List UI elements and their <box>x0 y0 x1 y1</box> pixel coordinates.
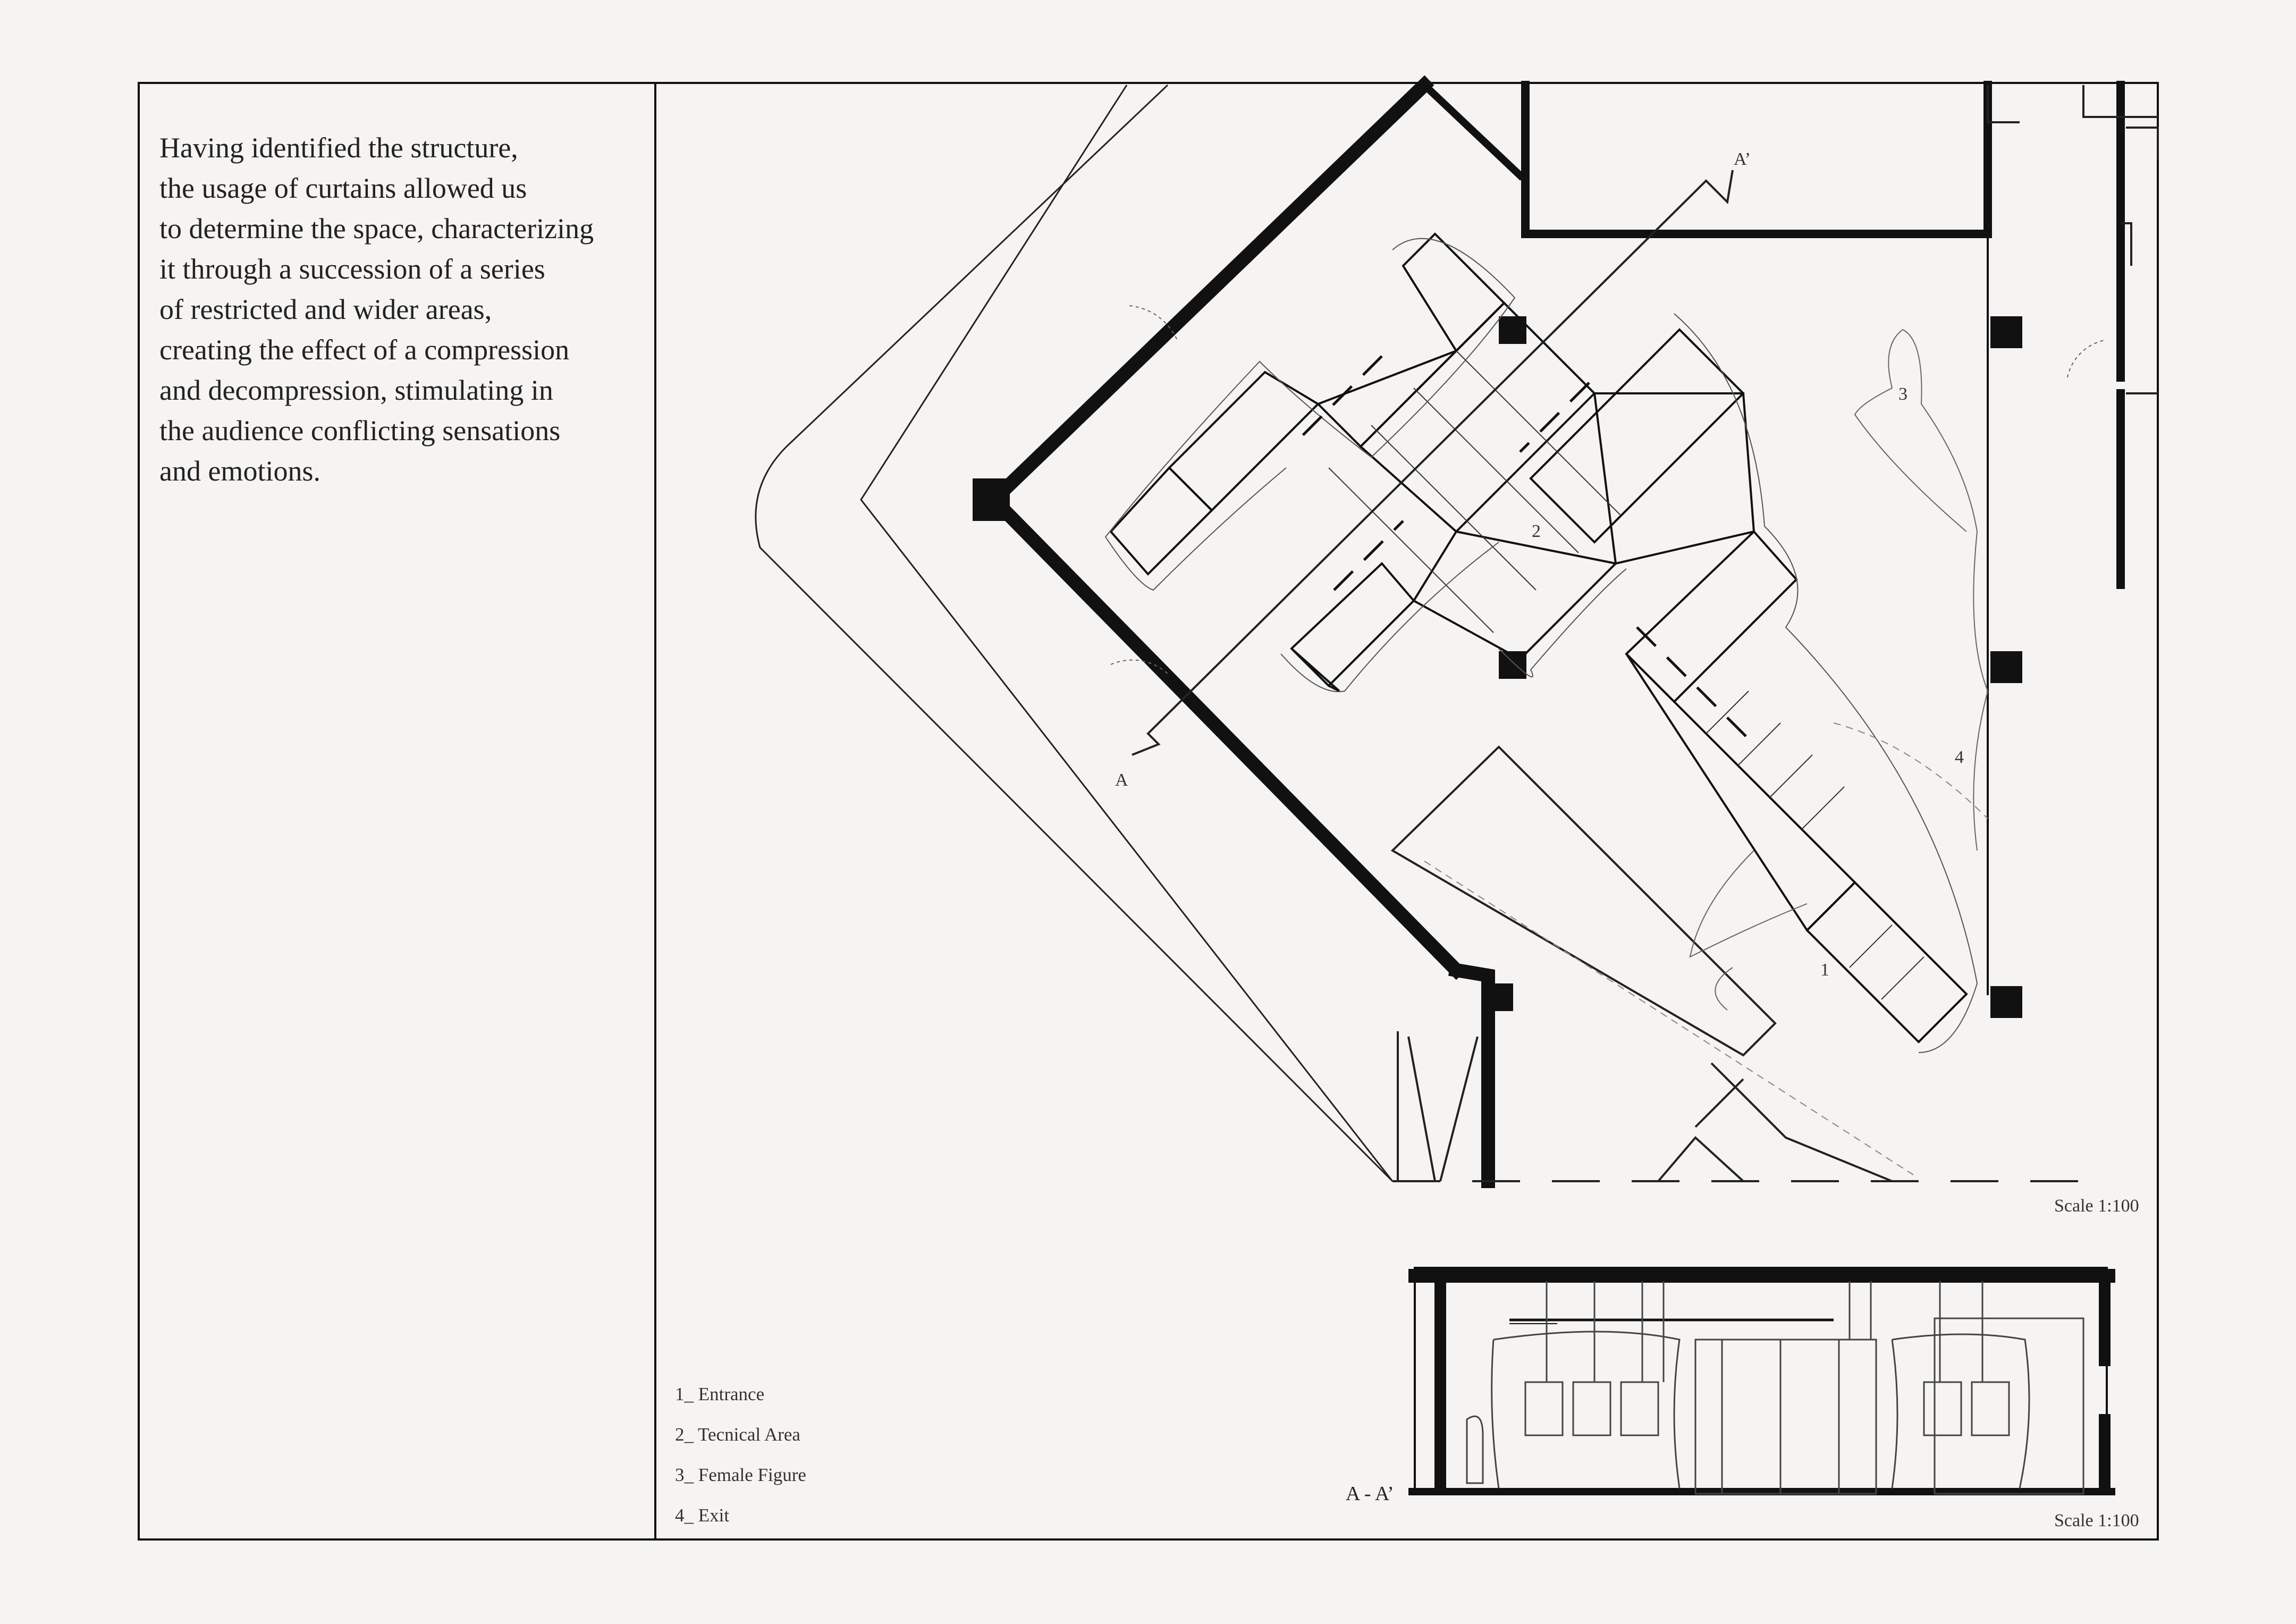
plan-scale-label: Scale 1:100 <box>2054 1196 2139 1216</box>
description-line: to determine the space, characterizing <box>159 213 594 245</box>
circulation-paths <box>1424 722 1988 1175</box>
curtain-rails <box>1296 355 1755 745</box>
door-swings <box>1110 305 2105 676</box>
entrance-area <box>1390 745 2110 1182</box>
plan-legend: 1_ Entrance 2_ Tecnical Area 3_ Female F… <box>675 1374 806 1536</box>
area-number-2: 2 <box>1532 521 1541 541</box>
description-line: of restricted and wider areas, <box>159 293 492 325</box>
service-rooms <box>1987 85 2159 394</box>
area-number-3: 3 <box>1898 384 1907 404</box>
area-number-4: 4 <box>1955 747 1964 767</box>
description-line: creating the effect of a compression <box>159 334 570 366</box>
legend-item-entrance: 1_ Entrance <box>675 1384 765 1404</box>
curtain-outlines <box>1104 238 1978 1053</box>
section-scale-label: Scale 1:100 <box>2054 1511 2139 1530</box>
section-marker-end: A’ <box>1734 149 1751 169</box>
section-cut-line <box>1132 170 1734 756</box>
area-number-1: 1 <box>1820 960 1829 980</box>
section-drawing <box>1408 1267 2115 1495</box>
scaffold-structure <box>1109 232 1968 1044</box>
legend-item-female-figure: 3_ Female Figure <box>675 1465 806 1485</box>
sheet-frame <box>138 82 2159 1541</box>
description-line: it through a succession of a series <box>159 253 545 285</box>
scaffold-grid-lines <box>1328 350 1924 1000</box>
female-figure-area <box>1689 329 1989 1011</box>
description-line: and emotions. <box>159 455 320 487</box>
project-description: Having identified the structure, the usa… <box>159 128 638 491</box>
description-line: Having identified the structure, <box>159 132 518 164</box>
section-marker-start: A <box>1115 770 1128 790</box>
legend-item-exit: 4_ Exit <box>675 1505 730 1526</box>
exterior-walls <box>984 75 2125 1188</box>
description-line: the audience conflicting sensations <box>159 415 561 447</box>
street-outline <box>755 84 1394 1182</box>
description-line: the usage of curtains allowed us <box>159 172 527 204</box>
legend-item-technical-area: 2_ Tecnical Area <box>675 1424 800 1445</box>
structural-columns <box>973 316 2022 1018</box>
description-line: and decompression, stimulating in <box>159 374 553 406</box>
column-divider <box>654 82 656 1541</box>
section-label: A - A’ <box>1346 1483 1394 1505</box>
